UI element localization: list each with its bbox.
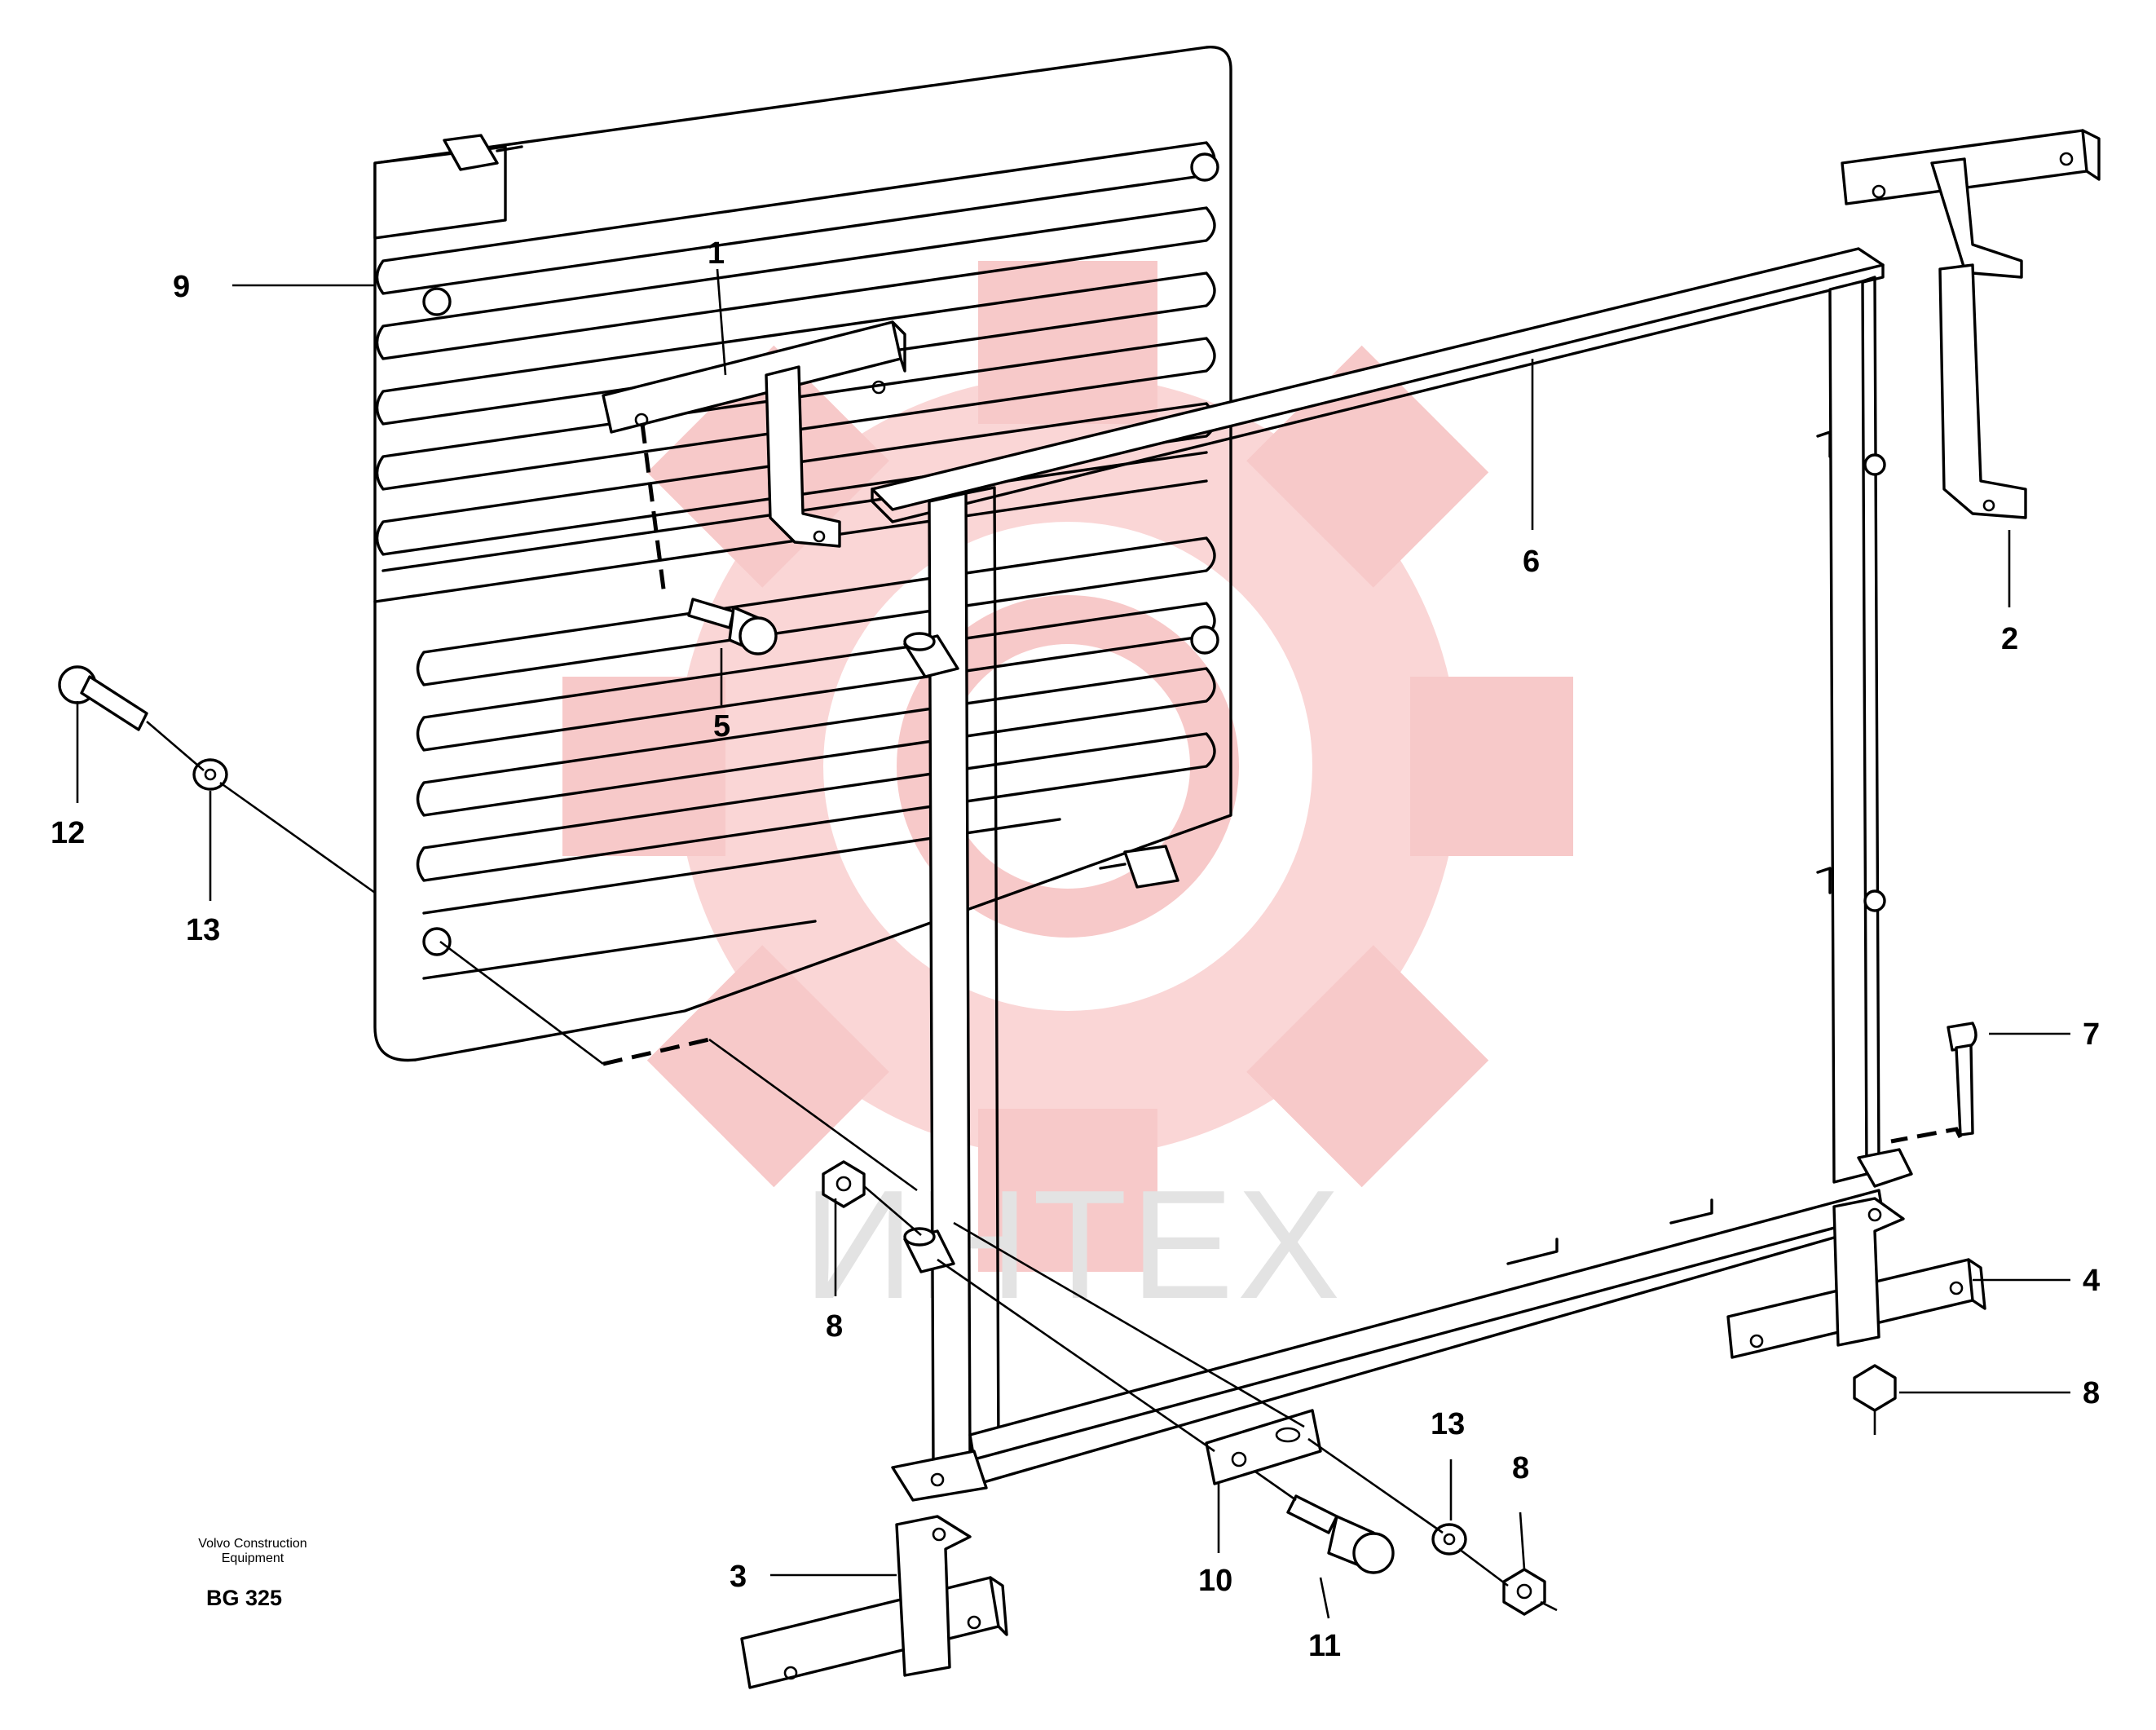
- callout-8-middle: 8: [826, 1309, 844, 1344]
- callout-8-right: 8: [2083, 1376, 2101, 1410]
- washer-13-left: [192, 758, 228, 791]
- callout-13-right: 13: [1431, 1407, 1466, 1441]
- nut-8-middle: [822, 1160, 866, 1208]
- leader-lines: [76, 268, 2070, 1619]
- caption-company-line2: Equipment: [221, 1551, 284, 1566]
- bolt-12: [58, 665, 148, 731]
- caption-code: BG 325: [206, 1586, 283, 1610]
- callout-11: 11: [1308, 1629, 1342, 1663]
- plate-10: [1205, 1409, 1322, 1485]
- callout-8-bottom: 8: [1512, 1451, 1530, 1485]
- callout-2: 2: [2001, 622, 2019, 656]
- nut-8-right: [1853, 1364, 1897, 1412]
- nut-8-bottom: [1502, 1568, 1546, 1616]
- caption: Volvo Construction Equipment: [179, 1537, 326, 1567]
- callout-6: 6: [1523, 545, 1541, 579]
- callout-13-left: 13: [186, 913, 221, 947]
- spacer: [903, 1227, 955, 1273]
- caption-company: Volvo Construction: [198, 1537, 307, 1551]
- bolt-5: [687, 598, 778, 655]
- callout-7: 7: [2083, 1017, 2101, 1052]
- callout-3: 3: [730, 1560, 747, 1594]
- bolt-11: [1286, 1494, 1395, 1574]
- bracket-4: [1726, 1197, 1986, 1359]
- callout-5: 5: [713, 709, 731, 744]
- bolt-7: [1947, 1022, 1977, 1136]
- bracket-3: [740, 1515, 1008, 1689]
- callout-4: 4: [2083, 1264, 2101, 1298]
- bracket-1: [602, 320, 906, 548]
- bracket-2: [1841, 129, 2101, 519]
- callout-9: 9: [173, 270, 191, 304]
- callout-12: 12: [51, 816, 86, 850]
- callout-10: 10: [1198, 1564, 1233, 1598]
- radiator-core: [373, 46, 1232, 1062]
- frame: [871, 247, 1913, 1502]
- watermark-text: ИНТЕХ: [803, 1158, 1344, 1331]
- assembly-lines: [146, 423, 1963, 1612]
- callout-1: 1: [708, 236, 725, 271]
